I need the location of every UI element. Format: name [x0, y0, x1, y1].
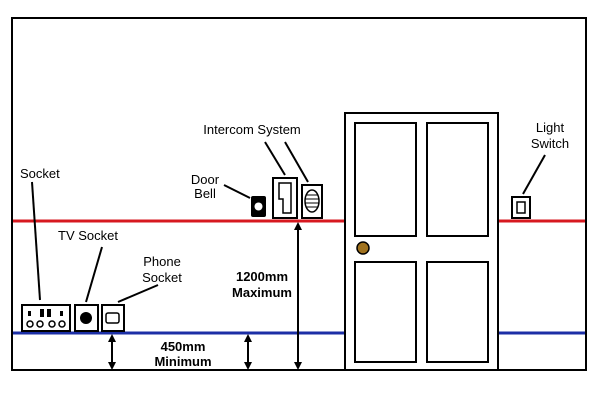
light-switch-label-line2: Switch [531, 136, 569, 151]
door-panel-top-right [426, 122, 489, 237]
door [344, 112, 499, 371]
tv-socket-label: TV Socket [58, 228, 118, 243]
socket-leader [31, 181, 41, 301]
max-height-value: 1200mm [236, 269, 288, 284]
phone-socket [101, 304, 125, 332]
intercom-system-label: Intercom System [203, 122, 301, 137]
door-panel-bottom-right [426, 261, 489, 363]
min-height-note: Minimum [154, 354, 211, 369]
intercom-handset [272, 177, 298, 219]
intercom-leader-2 [284, 141, 309, 183]
min-height-value: 450mm [161, 339, 206, 354]
phone-socket-label-line1: Phone [143, 254, 181, 269]
door-panel-top-left [354, 122, 417, 237]
light-switch [511, 196, 531, 219]
door-bell-leader [223, 184, 251, 199]
tv-socket [74, 304, 99, 332]
phone-socket-label-line2: Socket [142, 270, 182, 285]
door-bell-label-line2: Bell [194, 186, 216, 201]
max-height-note: Maximum [232, 285, 292, 300]
door-panel-bottom-left [354, 261, 417, 363]
phone-socket-leader [117, 284, 159, 303]
door-knob [356, 241, 370, 255]
door-bell [251, 196, 266, 217]
double-socket [21, 304, 71, 332]
tv-socket-leader [85, 246, 103, 303]
intercom-speaker [301, 184, 323, 219]
door-bell-label-line1: Door [191, 172, 220, 187]
intercom-leader-1 [264, 141, 286, 176]
light-switch-leader [522, 154, 546, 195]
socket-label: Socket [20, 166, 60, 181]
light-switch-label-line1: Light [536, 120, 565, 135]
